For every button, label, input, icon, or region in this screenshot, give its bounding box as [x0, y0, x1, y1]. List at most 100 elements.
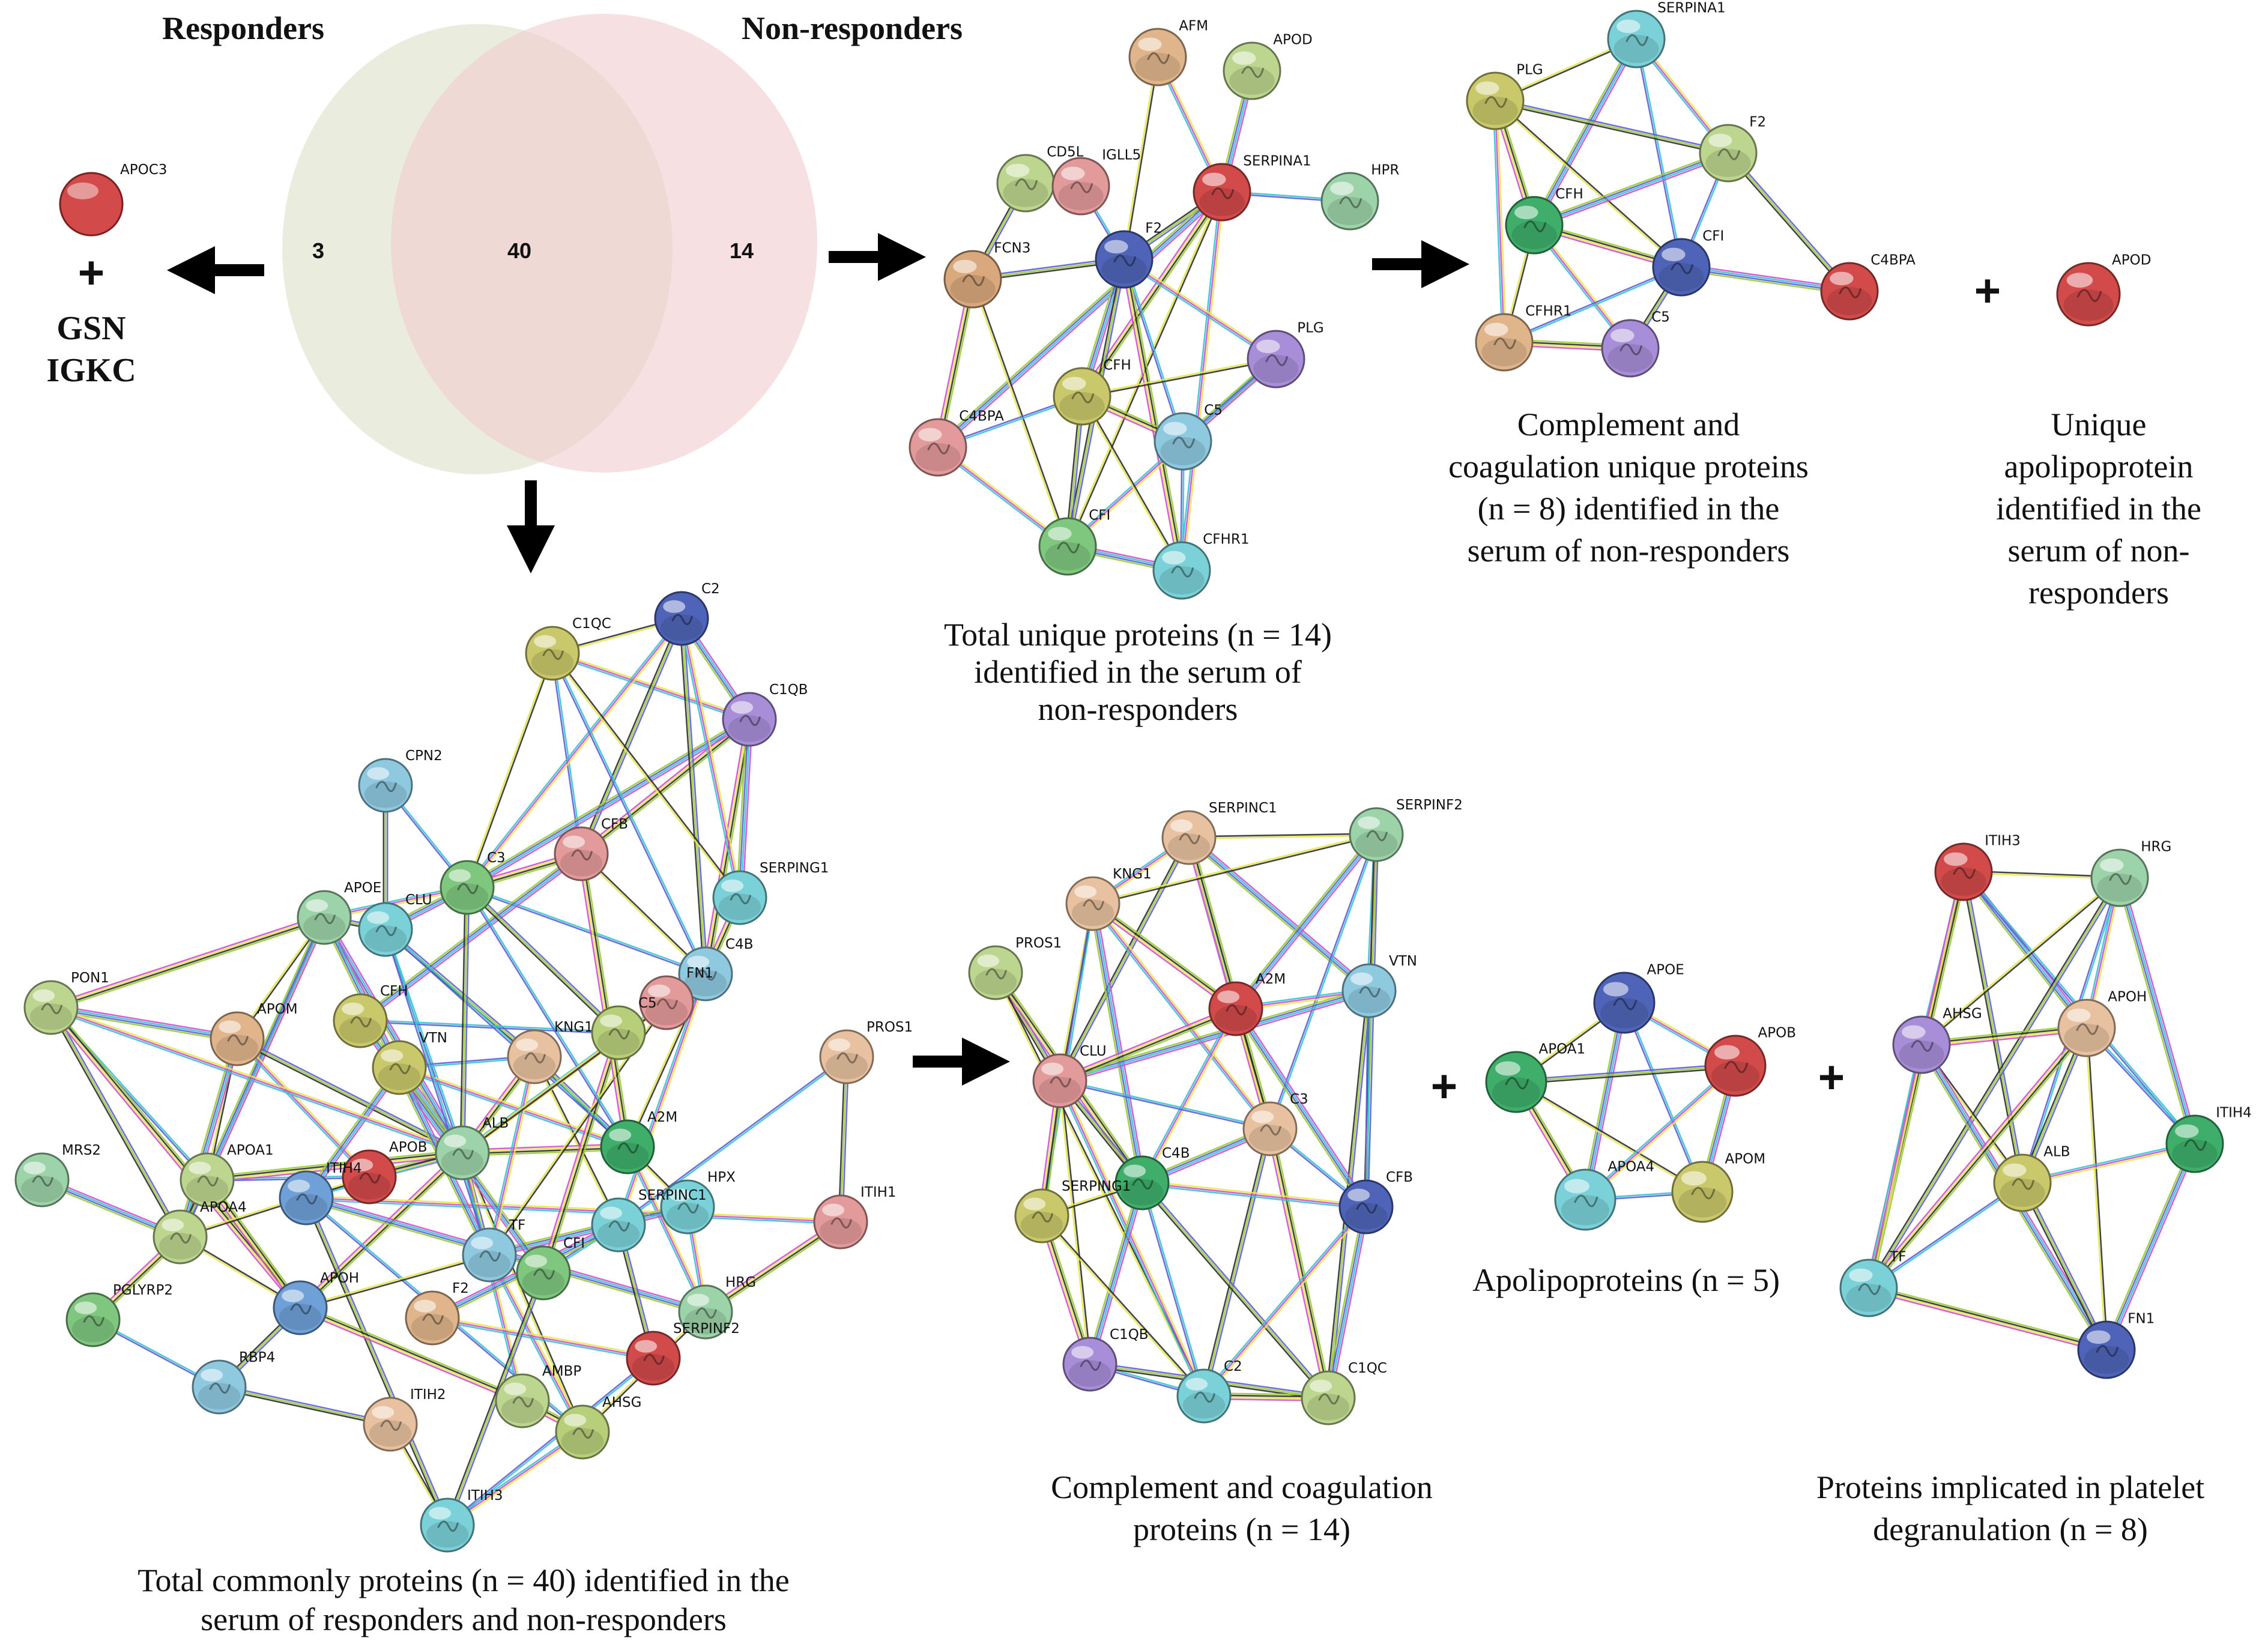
- protein-node-serpina1: SERPINA1: [1193, 153, 1311, 222]
- protein-label: PON1: [71, 970, 109, 986]
- protein-node-highlight: [1163, 422, 1187, 436]
- protein-label: APOM: [257, 1002, 298, 1017]
- protein-structure-glyph: [2076, 1023, 2099, 1035]
- protein-structure-glyph: [1625, 34, 1649, 46]
- protein-node-shade: [1347, 987, 1391, 1014]
- platelet8-caption-line: Proteins implicated in platelet: [1816, 1469, 2204, 1505]
- protein-node-highlight: [918, 428, 942, 442]
- interaction-edge: [1090, 904, 1269, 1131]
- protein-label: FN1: [686, 966, 713, 981]
- interaction-edge: [1082, 359, 1277, 398]
- protein-label: CFB: [601, 817, 628, 832]
- protein-node-cfh: CFH: [333, 984, 408, 1048]
- protein-node-highlight: [687, 1293, 710, 1307]
- protein-node-shade: [1711, 1061, 1759, 1092]
- interaction-edge: [1122, 56, 1158, 259]
- interaction-edge: [1270, 1128, 1330, 1398]
- interaction-edge: [300, 1306, 524, 1401]
- interaction-edge: [1870, 872, 1967, 1289]
- protein-structure-glyph: [1241, 66, 1265, 78]
- protein-node-shade: [1678, 1187, 1726, 1218]
- protein-node-highlight: [648, 984, 671, 997]
- interaction-edge: [1140, 1183, 1204, 1397]
- protein-node-shade: [1659, 262, 1704, 291]
- protein-node-highlight: [367, 911, 390, 924]
- interaction-edge: [1624, 1002, 1704, 1192]
- interaction-edge: [552, 652, 707, 974]
- interaction-edge: [1083, 193, 1226, 399]
- protein-node-highlight: [1104, 240, 1128, 254]
- apod-caption-line: responders: [2028, 575, 2169, 611]
- cc14-edges: [992, 832, 1379, 1402]
- protein-node-highlight: [1495, 1061, 1520, 1076]
- protein-structure-glyph: [608, 1028, 631, 1040]
- protein-label: APOB: [1758, 1026, 1797, 1041]
- protein-structure-glyph: [730, 893, 752, 905]
- interaction-edge: [1143, 1009, 1238, 1185]
- interaction-edge: [1869, 1286, 2107, 1350]
- interaction-edge: [938, 192, 1223, 449]
- protein-node-shade: [186, 1176, 229, 1203]
- protein-structure-glyph: [1839, 286, 1862, 298]
- protein-node-highlight: [525, 1254, 548, 1268]
- protein-node-shade: [2000, 1178, 2045, 1207]
- interaction-edge: [1140, 1007, 1235, 1183]
- unique14-caption-line: non-responders: [1038, 691, 1238, 727]
- protein-node-highlight: [1681, 1171, 1707, 1186]
- protein-structure-glyph: [1484, 96, 1508, 108]
- protein-node-c1qb: C1QB: [722, 682, 808, 747]
- protein-node-shade: [216, 1035, 259, 1062]
- protein-node-vtn: VTN: [1341, 953, 1417, 1018]
- interaction-edge: [462, 1149, 628, 1157]
- interaction-edge: [1535, 155, 1730, 229]
- protein-node-shade: [1229, 66, 1275, 95]
- protein-structure-glyph: [677, 1202, 700, 1214]
- apod-caption-line: identified in the: [1996, 491, 2201, 527]
- interaction-edge: [386, 929, 464, 1153]
- interaction-edge: [1866, 1044, 1921, 1288]
- interaction-edge: [1586, 1066, 1737, 1202]
- protein-node-plg: PLG: [1466, 62, 1543, 130]
- interaction-edge: [1583, 1002, 1624, 1200]
- protein-structure-glyph: [375, 781, 398, 793]
- protein-node-highlight: [1232, 51, 1256, 65]
- interaction-edge: [1726, 154, 1849, 293]
- interaction-edge: [1961, 872, 2022, 1183]
- protein-node-highlight: [516, 1038, 539, 1051]
- interaction-edge: [1060, 993, 1370, 1084]
- protein-structure-glyph: [1260, 1124, 1282, 1136]
- protein-node-shade: [1355, 830, 1398, 857]
- protein-node-alb: ALB: [1993, 1144, 2070, 1212]
- interaction-edge: [305, 1197, 449, 1526]
- interaction-edge: [1634, 39, 1681, 268]
- protein-node-highlight: [1350, 972, 1373, 985]
- protein-label: A2M: [647, 1110, 677, 1125]
- interaction-edge: [1495, 101, 1728, 156]
- interaction-edge: [237, 1038, 463, 1154]
- protein-label: CFH: [1555, 186, 1583, 202]
- protein-node-shade: [29, 1003, 73, 1030]
- protein-structure-glyph: [836, 1052, 859, 1064]
- interaction-edge: [1203, 1128, 1271, 1397]
- venn-responders-count: 3: [312, 238, 324, 263]
- protein-node-serping1: SERPING1: [712, 860, 829, 925]
- interaction-edge: [1236, 1008, 1368, 1207]
- venn-nonresponders-title: Non-responders: [742, 10, 963, 46]
- protein-structure-glyph: [380, 1419, 402, 1431]
- protein-label: SERPINA1: [1243, 153, 1311, 169]
- protein-node-shade: [1705, 148, 1751, 177]
- interaction-edge: [1188, 838, 1369, 993]
- protein-node-hpx: HPX: [660, 1170, 736, 1234]
- protein-label: APOA1: [227, 1143, 274, 1158]
- protein-structure-glyph: [1265, 354, 1289, 366]
- protein-node-cfi: CFI: [1038, 507, 1110, 576]
- apoc3-label: APOC3: [120, 162, 167, 178]
- protein-label: HPX: [707, 1170, 736, 1185]
- interaction-edge: [2105, 1143, 2195, 1350]
- interaction-edge: [1866, 876, 2119, 1288]
- protein-node-shade: [1038, 1077, 1081, 1104]
- protein-node-highlight: [1170, 819, 1193, 832]
- protein-structure-glyph: [643, 1353, 665, 1365]
- interaction-edge: [1060, 1009, 1237, 1083]
